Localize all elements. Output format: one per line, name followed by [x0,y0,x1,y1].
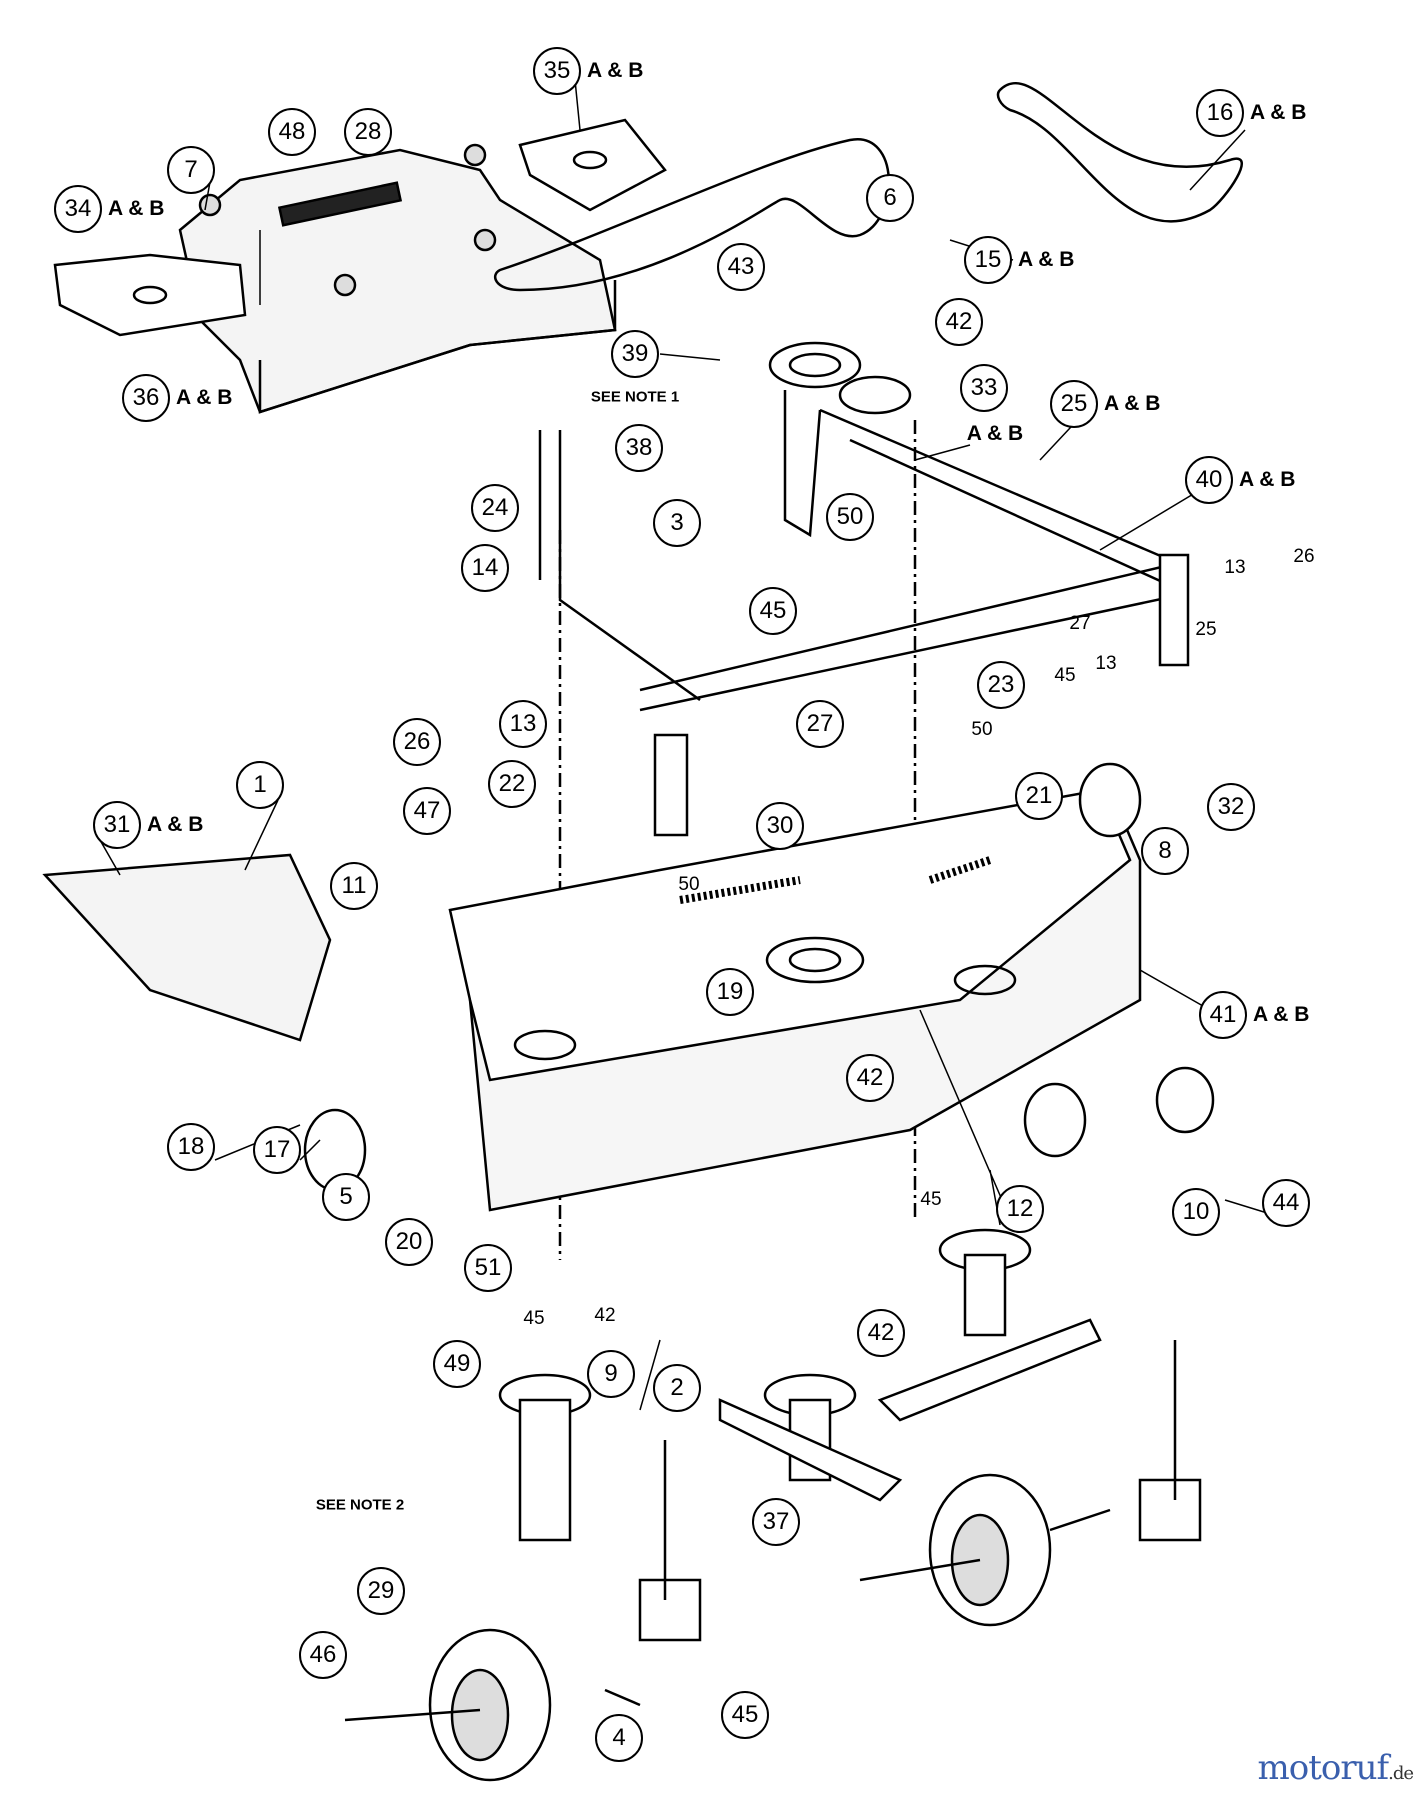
callout-21: 21 [1015,772,1063,820]
callout-2: 2 [653,1364,701,1412]
note-reference: SEE NOTE 1 [590,388,680,406]
part-label-45: 45 [1054,665,1076,686]
part-label-25: 25 [1195,619,1217,640]
watermark-name: motoruf [1257,1748,1390,1788]
part-label-50: 50 [678,874,700,895]
watermark-tld: .de [1388,1763,1414,1784]
callout-9: 9 [587,1350,635,1398]
callout-31: 31 [93,801,141,849]
callout-36: 36 [122,374,170,422]
callout-18: 18 [167,1123,215,1171]
callout-47: 47 [403,787,451,835]
callout-12: 12 [996,1185,1044,1233]
discharge-chute-31 [42,853,332,1042]
part-label-26: 26 [1293,546,1315,567]
part-label-13: 13 [1095,653,1117,674]
callout-40: 40 [1185,456,1233,504]
callout-29: 29 [357,1567,405,1615]
callout-7: 7 [167,146,215,194]
callout-14: 14 [461,544,509,592]
callout-20: 20 [385,1218,433,1266]
callout-34: 34 [54,185,102,233]
callout-suffix: A & B [176,386,233,409]
callout-51: 51 [464,1244,512,1292]
shield-34 [53,253,247,337]
callout-50: 50 [826,493,874,541]
frame-40 [639,408,1181,712]
callout-25: 25 [1050,380,1098,428]
part-label-42: 42 [594,1305,616,1326]
callout-26: 26 [393,718,441,766]
callout-41: 41 [1199,991,1247,1039]
callout-33: 33 [960,364,1008,412]
part-label-45: 45 [523,1308,545,1329]
callout-suffix: A & B [966,422,1024,445]
callout-42: 42 [935,298,983,346]
callout-35: 35 [533,47,581,95]
belt-15 [494,138,890,292]
callout-44: 44 [1262,1179,1310,1227]
callout-48: 48 [268,108,316,156]
callout-46: 46 [299,1631,347,1679]
deck-cover [178,143,617,414]
callout-13: 13 [499,700,547,748]
callout-suffix: A & B [1104,392,1161,415]
mower-deck [448,788,1142,1212]
callout-3: 3 [653,499,701,547]
callout-49: 49 [433,1340,481,1388]
part-label-13: 13 [1224,557,1246,578]
callout-15: 15 [964,236,1012,284]
callout-32: 32 [1207,783,1255,831]
callout-37: 37 [752,1498,800,1546]
leader-lines [99,79,1291,1411]
callout-45: 45 [749,587,797,635]
callout-suffix: A & B [108,197,165,220]
callout-suffix: A & B [1239,468,1296,491]
callout-suffix: A & B [1018,248,1075,271]
callout-10: 10 [1172,1188,1220,1236]
callout-30: 30 [756,802,804,850]
callout-suffix: A & B [587,59,644,82]
callout-24: 24 [471,484,519,532]
motoruf-watermark: motoruf.de [1257,1748,1414,1788]
note-reference: SEE NOTE 2 [315,1496,405,1514]
callout-17: 17 [253,1126,301,1174]
callout-45: 45 [721,1691,769,1739]
callout-39: 39 [611,330,659,378]
callout-23: 23 [977,661,1025,709]
callout-5: 5 [322,1173,370,1221]
belt-16 [996,81,1244,223]
callout-22: 22 [488,760,536,808]
callout-8: 8 [1141,827,1189,875]
callout-38: 38 [615,424,663,472]
callout-4: 4 [595,1714,643,1762]
spindles [498,1228,1102,1542]
callout-1: 1 [236,761,284,809]
part-label-45: 45 [920,1189,942,1210]
callout-42: 42 [857,1309,905,1357]
callout-suffix: A & B [1253,1003,1310,1026]
callout-19: 19 [706,968,754,1016]
callout-11: 11 [330,862,378,910]
part-label-50: 50 [971,719,993,740]
callout-27: 27 [796,700,844,748]
callout-28: 28 [344,108,392,156]
callout-16: 16 [1196,89,1244,137]
part-label-27: 27 [1069,613,1091,634]
callout-suffix: A & B [147,813,204,836]
callout-suffix: A & B [1250,101,1307,124]
callout-6: 6 [866,174,914,222]
shield-35 [518,118,667,212]
callout-42: 42 [846,1054,894,1102]
callout-43: 43 [717,243,765,291]
